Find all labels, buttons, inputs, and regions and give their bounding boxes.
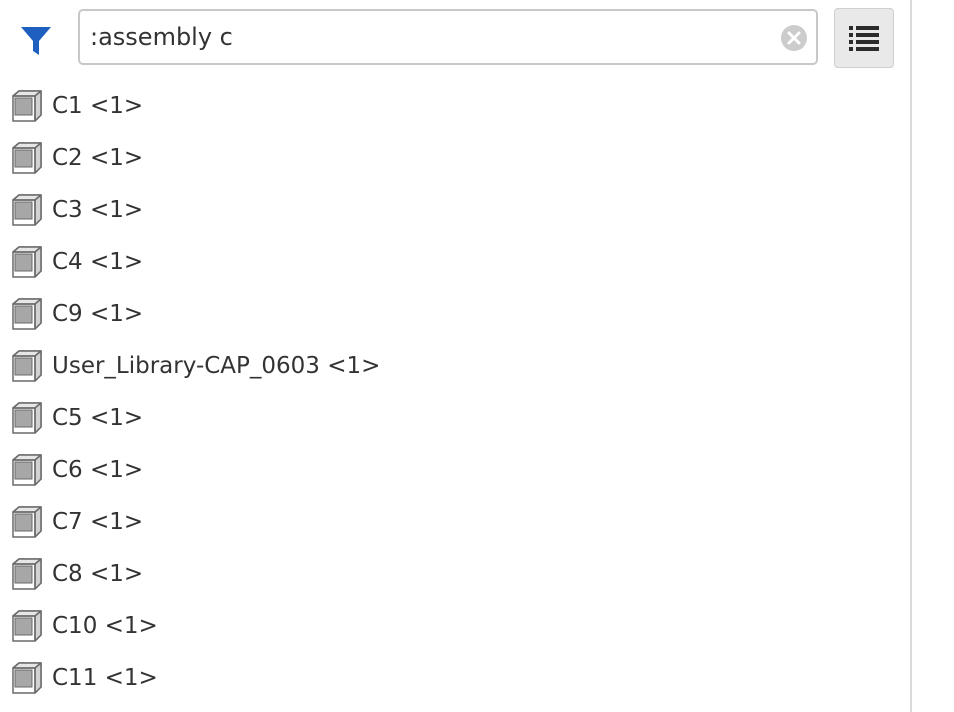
part-cube-icon [12, 610, 42, 642]
search-box [78, 9, 818, 65]
item-label: C1 <1> [52, 93, 144, 119]
part-cube-icon [12, 142, 42, 174]
instance-list: C1 <1> C2 <1> C3 <1> C4 <1> [0, 80, 900, 704]
item-label: C6 <1> [52, 457, 144, 483]
clear-search-button[interactable] [780, 24, 808, 52]
part-cube-icon [12, 662, 42, 694]
part-cube-icon [12, 350, 42, 382]
item-label: User_Library-CAP_0603 <1> [52, 353, 381, 379]
part-cube-icon [12, 454, 42, 486]
clear-icon [781, 25, 807, 51]
filter-button[interactable] [18, 22, 54, 58]
list-item-3[interactable]: C3 <1> [0, 184, 900, 236]
list-view-icon [849, 26, 879, 51]
list-item-10[interactable]: C8 <1> [0, 548, 900, 600]
item-label: C10 <1> [52, 613, 158, 639]
item-label: C4 <1> [52, 249, 144, 275]
part-cube-icon [12, 90, 42, 122]
list-item-5[interactable]: C9 <1> [0, 288, 900, 340]
list-item-7[interactable]: C5 <1> [0, 392, 900, 444]
list-item-12[interactable]: C11 <1> [0, 652, 900, 704]
item-label: C5 <1> [52, 405, 144, 431]
list-item-2[interactable]: C2 <1> [0, 132, 900, 184]
list-item-4[interactable]: C4 <1> [0, 236, 900, 288]
search-input[interactable] [90, 17, 770, 57]
list-item-8[interactable]: C6 <1> [0, 444, 900, 496]
item-label: C9 <1> [52, 301, 144, 327]
part-cube-icon [12, 402, 42, 434]
part-cube-icon [12, 558, 42, 590]
panel-divider[interactable] [910, 0, 912, 712]
filter-icon [21, 27, 51, 55]
item-label: C8 <1> [52, 561, 144, 587]
list-item-6[interactable]: User_Library-CAP_0603 <1> [0, 340, 900, 392]
item-label: C3 <1> [52, 197, 144, 223]
list-view-toggle[interactable] [834, 8, 894, 68]
instance-list-panel: C1 <1> C2 <1> C3 <1> C4 <1> [0, 8, 900, 704]
list-item-11[interactable]: C10 <1> [0, 600, 900, 652]
part-cube-icon [12, 506, 42, 538]
part-cube-icon [12, 246, 42, 278]
part-cube-icon [12, 298, 42, 330]
item-label: C2 <1> [52, 145, 144, 171]
list-item-9[interactable]: C7 <1> [0, 496, 900, 548]
list-item-1[interactable]: C1 <1> [0, 80, 900, 132]
part-cube-icon [12, 194, 42, 226]
item-label: C11 <1> [52, 665, 158, 691]
item-label: C7 <1> [52, 509, 144, 535]
